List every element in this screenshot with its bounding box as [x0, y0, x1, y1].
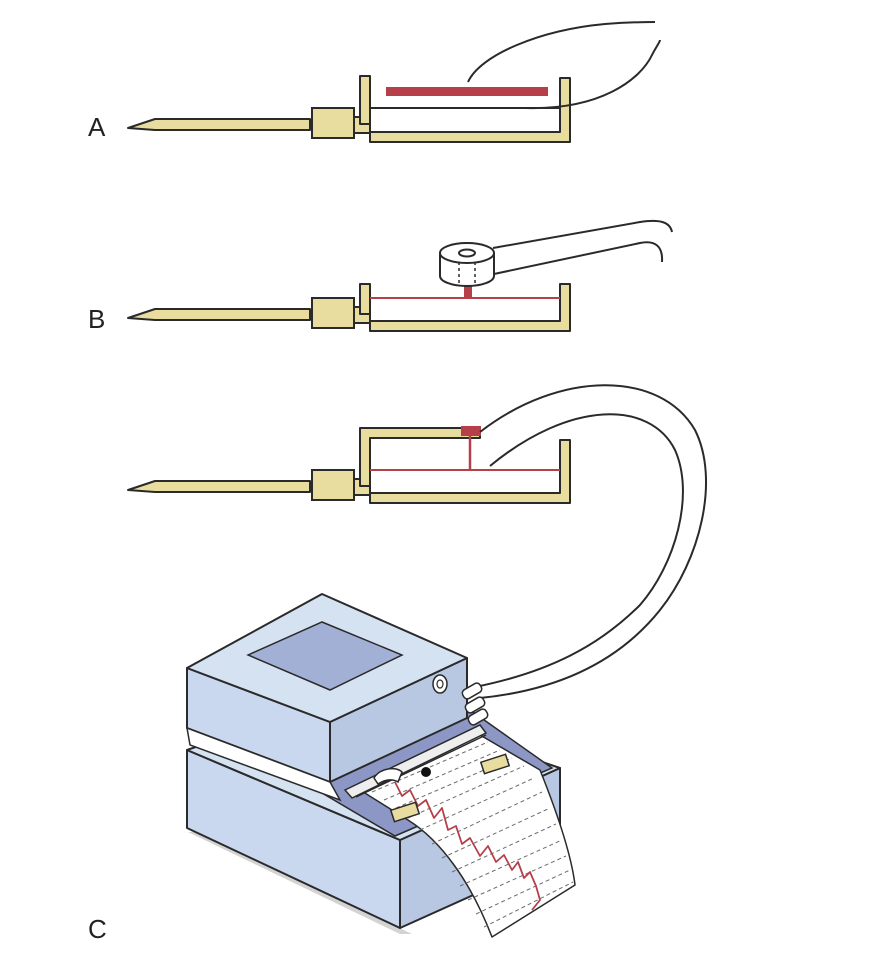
cable-b — [492, 219, 673, 249]
panel-label-b: B — [88, 304, 105, 334]
recorder-knob — [432, 674, 448, 694]
pen-tip — [421, 767, 431, 777]
chamber-b — [359, 283, 571, 332]
cable-b-lower — [493, 241, 664, 275]
needle-b — [127, 308, 311, 321]
chart-paper — [359, 734, 576, 938]
sensor-c — [461, 426, 481, 436]
needle-a — [127, 118, 311, 131]
panel-label-a: A — [88, 112, 106, 142]
membrane-a — [386, 87, 548, 96]
pressure-trace — [394, 781, 541, 911]
cable-plugs — [461, 682, 489, 726]
chamber-c — [359, 427, 571, 504]
cable-c-inner — [474, 413, 684, 688]
panel-label-c: C — [88, 914, 107, 944]
lead-wire-a-return — [525, 39, 661, 110]
coil-b — [439, 242, 495, 287]
paper-guide — [186, 726, 342, 802]
needle-hub-a — [311, 107, 355, 139]
pen — [373, 767, 431, 786]
panel-c: C — [88, 384, 707, 944]
cable-c-outer — [479, 384, 707, 699]
recorder-shadow — [188, 832, 412, 934]
needle-hub-c — [311, 469, 355, 501]
panel-b: B — [88, 219, 673, 334]
needle-c — [127, 480, 311, 493]
lead-wire-a — [467, 21, 656, 83]
panel-a: A — [88, 21, 661, 143]
chamber-a — [359, 75, 571, 143]
recorder-screen — [246, 621, 404, 691]
paper-clip-right — [479, 753, 511, 775]
paper-clip-left — [389, 801, 421, 823]
needle-hub-b — [311, 297, 355, 329]
